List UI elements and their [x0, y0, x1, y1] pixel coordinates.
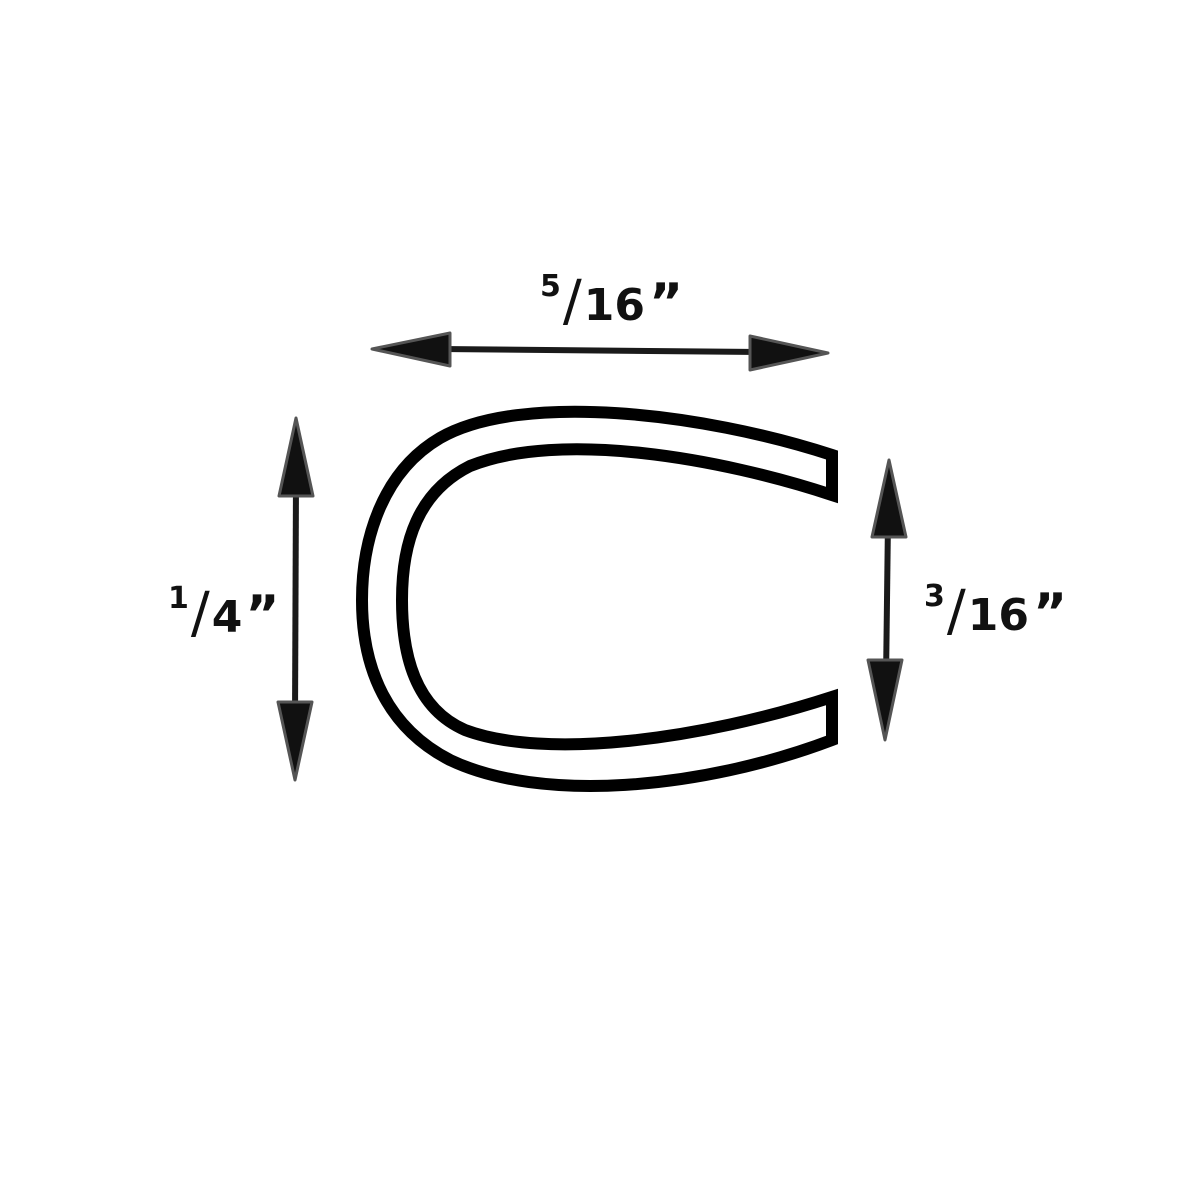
fraction-slash: / [947, 579, 966, 644]
width-dimension-arrow [370, 331, 830, 372]
width-unit: ” [649, 273, 683, 333]
fraction-slash: / [563, 269, 582, 334]
arrowhead-left [370, 331, 452, 368]
arrowhead-right [748, 334, 830, 372]
arrowhead-up [870, 458, 908, 539]
opening-label: 3/16” [924, 579, 1067, 644]
opening-unit: ” [1033, 583, 1067, 643]
height-numerator: 1 [168, 581, 189, 616]
arrowhead-up [277, 416, 315, 498]
width-label: 5/16” [540, 269, 683, 334]
height-denominator: 4 [212, 592, 243, 643]
opening-numerator: 3 [924, 579, 945, 614]
arrowhead-down [866, 658, 904, 742]
width-denominator: 16 [584, 280, 645, 331]
height-unit: ” [245, 585, 279, 645]
c-channel-profile [355, 405, 838, 792]
fraction-slash: / [191, 581, 210, 646]
height-label: 1/4” [168, 581, 280, 646]
height-dimension-arrow [276, 416, 315, 782]
arrowhead-down [276, 700, 314, 782]
opening-denominator: 16 [968, 590, 1029, 641]
width-numerator: 5 [540, 269, 561, 304]
opening-dimension-arrow [866, 458, 908, 742]
